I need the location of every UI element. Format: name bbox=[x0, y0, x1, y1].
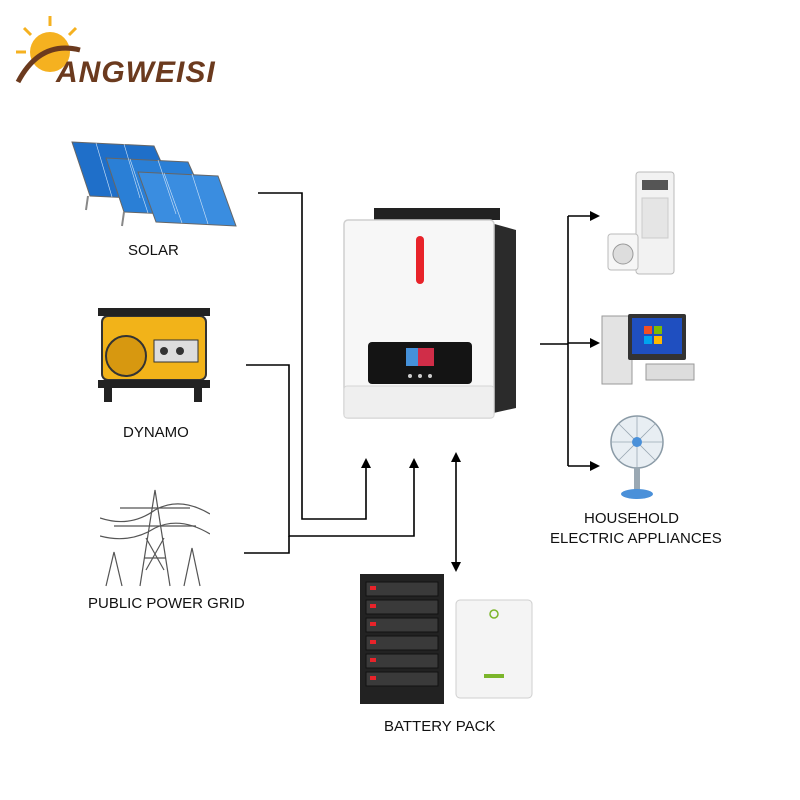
fan-icon bbox=[610, 415, 664, 499]
battery-rack-icon bbox=[360, 574, 533, 704]
solar-panel-icon bbox=[71, 141, 237, 227]
brand-logo: ANGWEISI bbox=[10, 10, 220, 90]
brand-name: ANGWEISI bbox=[56, 56, 216, 89]
computer-icon bbox=[601, 314, 695, 385]
grid-label: PUBLIC POWER GRID bbox=[88, 595, 245, 612]
sun-logo-icon bbox=[15, 16, 81, 84]
battery-label: BATTERY PACK bbox=[384, 718, 496, 735]
generator-icon bbox=[98, 308, 210, 402]
solar-line bbox=[258, 192, 371, 520]
appliances-label-line2: ELECTRIC APPLIANCES bbox=[550, 530, 722, 547]
appliances-label-line1: HOUSEHOLD bbox=[584, 510, 680, 527]
air-conditioner-icon bbox=[607, 171, 675, 275]
status-indicator bbox=[416, 236, 424, 284]
inverter-icon bbox=[343, 208, 516, 419]
power-tower-icon bbox=[100, 489, 210, 587]
grid-line bbox=[244, 536, 290, 554]
dynamo-label: DYNAMO bbox=[123, 424, 189, 441]
solar-label: SOLAR bbox=[128, 242, 179, 259]
